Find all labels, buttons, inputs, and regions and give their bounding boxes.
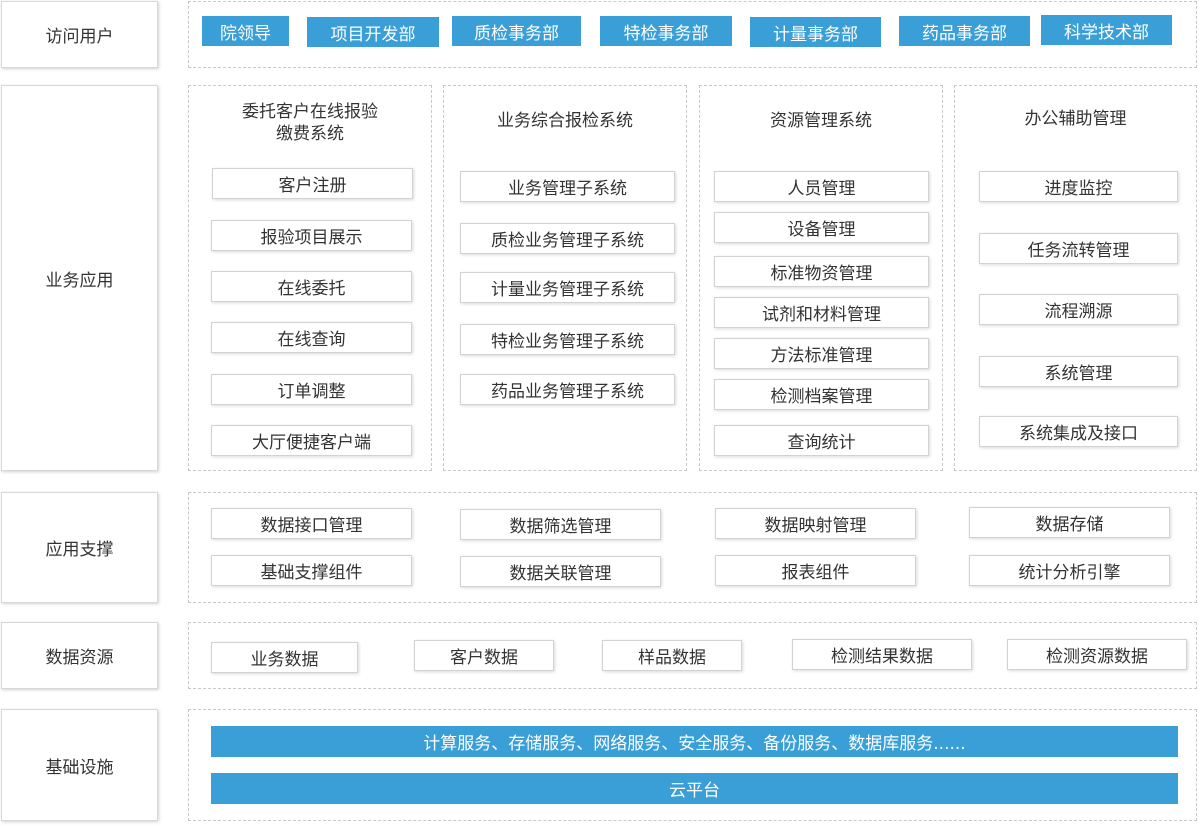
business-column-resource-panel [699, 85, 943, 471]
business-item-order-adjust: 订单调整 [211, 374, 412, 405]
access-user-pharma: 药品事务部 [899, 16, 1030, 46]
business-column-inspection-panel [443, 85, 687, 471]
access-user-quality-inspection: 质检事务部 [452, 16, 581, 46]
support-item-data-mapping: 数据映射管理 [715, 508, 916, 539]
business-item-reagents: 试剂和材料管理 [714, 297, 929, 328]
business-column-title-resource: 资源管理系统 [770, 111, 872, 131]
business-item-business-mgmt: 业务管理子系统 [460, 171, 675, 202]
access-user-leadership: 院领导 [202, 16, 289, 46]
business-item-quality-mgmt: 质检业务管理子系统 [460, 223, 675, 254]
infra-services-bar: 计算服务、存储服务、网络服务、安全服务、备份服务、数据库服务...... [211, 726, 1178, 757]
business-item-customer-register: 客户注册 [212, 168, 413, 199]
row-label-app-support: 应用支撑 [1, 492, 158, 603]
data-item-test-results: 检测结果数据 [792, 639, 972, 670]
business-item-equipment: 设备管理 [714, 212, 929, 243]
business-item-pharma-mgmt: 药品业务管理子系统 [460, 374, 675, 405]
access-user-special-inspection: 特检事务部 [600, 16, 732, 46]
support-item-analytics-engine: 统计分析引擎 [969, 555, 1170, 586]
business-item-method-standards: 方法标准管理 [714, 338, 929, 369]
support-item-data-filter: 数据筛选管理 [460, 509, 661, 540]
row-label-access-users: 访问用户 [1, 1, 158, 68]
business-item-system-mgmt: 系统管理 [979, 356, 1178, 387]
support-item-data-storage: 数据存储 [969, 507, 1170, 538]
business-item-process-trace: 流程溯源 [979, 294, 1178, 325]
access-user-metrology: 计量事务部 [750, 17, 881, 47]
business-item-integration: 系统集成及接口 [979, 416, 1178, 447]
business-column-customer-panel [188, 85, 432, 471]
support-item-basic-components: 基础支撑组件 [211, 555, 412, 586]
business-item-test-archives: 检测档案管理 [714, 379, 929, 410]
support-item-data-interface: 数据接口管理 [211, 508, 412, 539]
row-label-data-resources: 数据资源 [1, 622, 158, 689]
data-item-business: 业务数据 [211, 642, 358, 673]
infrastructure-panel [188, 709, 1197, 821]
data-item-sample: 样品数据 [602, 640, 742, 671]
business-item-progress-monitor: 进度监控 [979, 171, 1178, 202]
support-item-data-relation: 数据关联管理 [460, 556, 661, 587]
business-item-task-flow: 任务流转管理 [979, 233, 1178, 264]
row-label-business-apps: 业务应用 [1, 85, 158, 471]
business-column-title-office: 办公辅助管理 [1024, 109, 1127, 129]
business-item-reference-material: 标准物资管理 [714, 256, 929, 287]
infra-cloud-platform-bar: 云平台 [211, 773, 1178, 804]
data-item-test-resources: 检测资源数据 [1007, 639, 1187, 670]
access-users-panel [188, 1, 1197, 68]
access-user-project-dev: 项目开发部 [307, 17, 439, 47]
business-item-personnel: 人员管理 [714, 171, 929, 202]
row-label-infrastructure: 基础设施 [1, 709, 158, 821]
business-item-metrology-mgmt: 计量业务管理子系统 [460, 272, 675, 303]
business-item-hall-client: 大厅便捷客户端 [211, 425, 412, 456]
app-support-panel [188, 492, 1197, 603]
business-column-title-customer: 委托客户在线报验 缴费系统 [242, 102, 378, 144]
business-item-project-display: 报验项目展示 [211, 220, 412, 251]
business-item-query-stats: 查询统计 [714, 425, 929, 456]
business-item-online-commission: 在线委托 [211, 271, 412, 302]
support-item-report-components: 报表组件 [715, 555, 916, 586]
data-item-customer: 客户数据 [414, 640, 554, 671]
business-column-office-panel [954, 85, 1197, 471]
data-resources-panel [188, 622, 1197, 689]
access-user-science-tech: 科学技术部 [1041, 15, 1172, 45]
business-column-title-inspection: 业务综合报检系统 [497, 111, 633, 131]
business-item-special-mgmt: 特检业务管理子系统 [460, 324, 675, 355]
business-item-online-query: 在线查询 [211, 322, 412, 353]
